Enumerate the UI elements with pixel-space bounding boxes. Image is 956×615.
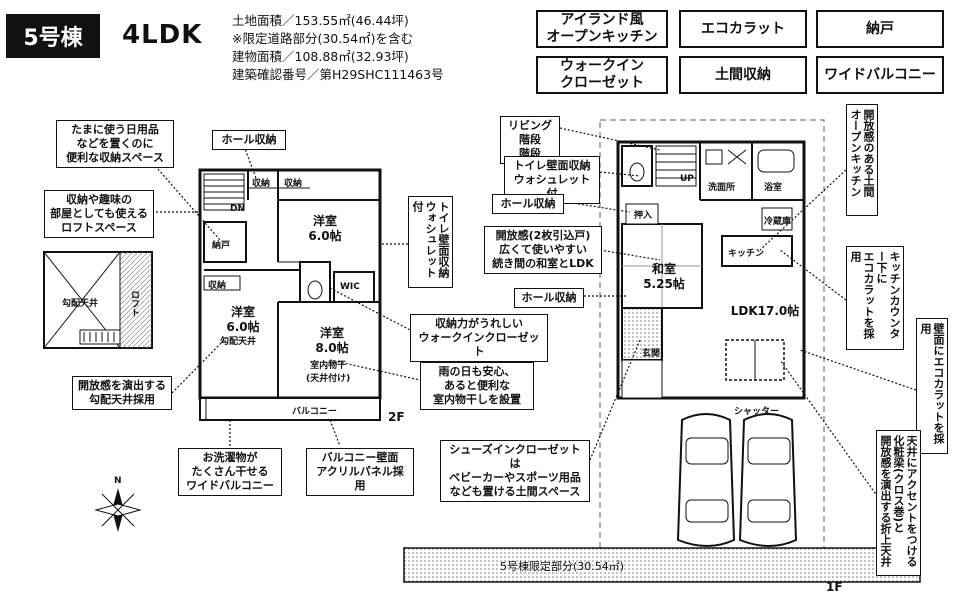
feature-eco-carat: エコカラット <box>679 10 807 48</box>
callout-hall-storage-1f: ホール収納 <box>514 288 584 308</box>
parking-cars <box>676 413 798 547</box>
room-storeroom: 納戸 <box>212 241 231 251</box>
callout-walk-in-closet: 収納力がうれしい ウォークインクローゼット <box>410 314 548 362</box>
room-balcony: バルコニー <box>292 407 337 417</box>
floor2-plan <box>198 168 382 421</box>
feature-island-kitchen: アイランド風 オープンキッチン <box>536 10 668 48</box>
ceiling-note-2f: 勾配天井 <box>220 337 257 347</box>
compass-icon <box>94 488 142 532</box>
room-japanese: 和室 5.25帖 <box>643 262 685 291</box>
room-ldk: LDK17.0帖 <box>730 304 800 318</box>
feature-doma-storage: 土間収納 <box>679 56 807 94</box>
callout-hall-storage-1f-top: ホール収納 <box>492 194 564 214</box>
callout-indoor-drying: 雨の日も安心、 あると便利な 室内物干しを設置 <box>420 362 534 410</box>
callout-accent-ceiling: 天井にアクセントをつける 化粧梁(クロス巻)と 開放感を演出する折上天井 <box>876 430 921 576</box>
spec-land-area: 土地面積／153.55㎡(46.44坪) <box>232 13 409 28</box>
callout-shoes-closet: シューズインクローゼットは ベビーカーやスポーツ用品 なども置ける土間スペース <box>440 440 590 502</box>
room-fridge: 冷蔵庫 <box>764 217 792 227</box>
callout-wall-eco: 壁面にエコカラットを採用 <box>916 318 948 454</box>
stairs-up: UP <box>680 174 694 184</box>
layout-type: 4LDK <box>122 20 203 50</box>
garage-shutter: シャッター <box>734 407 780 417</box>
room-entrance: 玄関 <box>642 349 661 359</box>
room-kitchen: キッチン <box>728 249 765 259</box>
callout-balcony-panel: バルコニー壁面 アクリルパネル採用 <box>306 448 414 496</box>
callout-open-kitchen: 開放感のある土間 オープンキッチン <box>846 104 878 216</box>
room-closet: 押入 <box>634 211 653 221</box>
road-strip <box>403 547 921 583</box>
floor-label-2f: 2F <box>388 410 405 424</box>
callout-kitchen-counter-eco: キッチンカウンター下に エコカラットを採用 <box>846 246 904 350</box>
compass-north-label: N <box>114 476 122 486</box>
loft-label: ロフト <box>129 290 139 317</box>
room-western-6a: 洋室 6.0帖 <box>308 214 342 243</box>
stairs-dn: DN <box>230 204 246 214</box>
drying-note: 室内物干 (天井付け) <box>306 361 351 384</box>
feature-wide-balcony: ワイドバルコニー <box>816 56 944 94</box>
property-specs: 土地面積／153.55㎡(46.44坪) ※限定道路部分(30.54㎡)を含む … <box>232 12 444 84</box>
callout-japanese-room: 開放感(2枚引込戸) 広くて使いやすい 続き間の和室とLDK <box>484 226 602 274</box>
building-number-badge: 5号棟 <box>6 14 100 58</box>
room-washroom: 洗面所 <box>708 183 736 193</box>
callout-wide-balcony: お洗濯物が たくさん干せる ワイドバルコニー <box>178 448 282 496</box>
feature-storeroom: 納戸 <box>816 10 944 48</box>
callout-loft: 収納や趣味の 部屋としても使える ロフトスペース <box>44 190 154 238</box>
room-storage-1: 収納 <box>252 179 271 189</box>
floor-label-1f: 1F <box>826 580 843 594</box>
callout-toilet-2f: トイレ壁面収納 ウォシュレット付 <box>408 196 453 288</box>
room-western-8: 洋室 8.0帖 <box>315 326 349 355</box>
callout-open-ceiling: 開放感を演出する 勾配天井採用 <box>72 376 172 410</box>
room-western-6b: 洋室 6.0帖 <box>226 305 260 334</box>
spec-road-note: ※限定道路部分(30.54㎡)を含む <box>232 31 414 46</box>
callout-hall-storage-2f: ホール収納 <box>212 130 286 150</box>
room-wic: WIC <box>340 282 360 292</box>
callout-storage-space: たまに使う日用品 などを置くのに 便利な収納スペース <box>56 120 174 168</box>
floor1-plan <box>599 119 825 561</box>
room-storage-3: 収納 <box>208 281 227 291</box>
loft-ceiling-note: 勾配天井 <box>62 299 99 309</box>
room-bath: 浴室 <box>764 183 783 193</box>
room-storage-2: 収納 <box>284 179 303 189</box>
feature-walk-in-closet: ウォークイン クローゼット <box>536 56 668 94</box>
road-label: 5号棟限定部分(30.54㎡) <box>500 560 625 573</box>
loft-plan <box>43 251 153 349</box>
spec-permit-number: 建築確認番号／第H29SHC111463号 <box>232 67 444 82</box>
leader-lines <box>149 127 917 501</box>
spec-building-area: 建物面積／108.88㎡(32.93坪) <box>232 49 409 64</box>
